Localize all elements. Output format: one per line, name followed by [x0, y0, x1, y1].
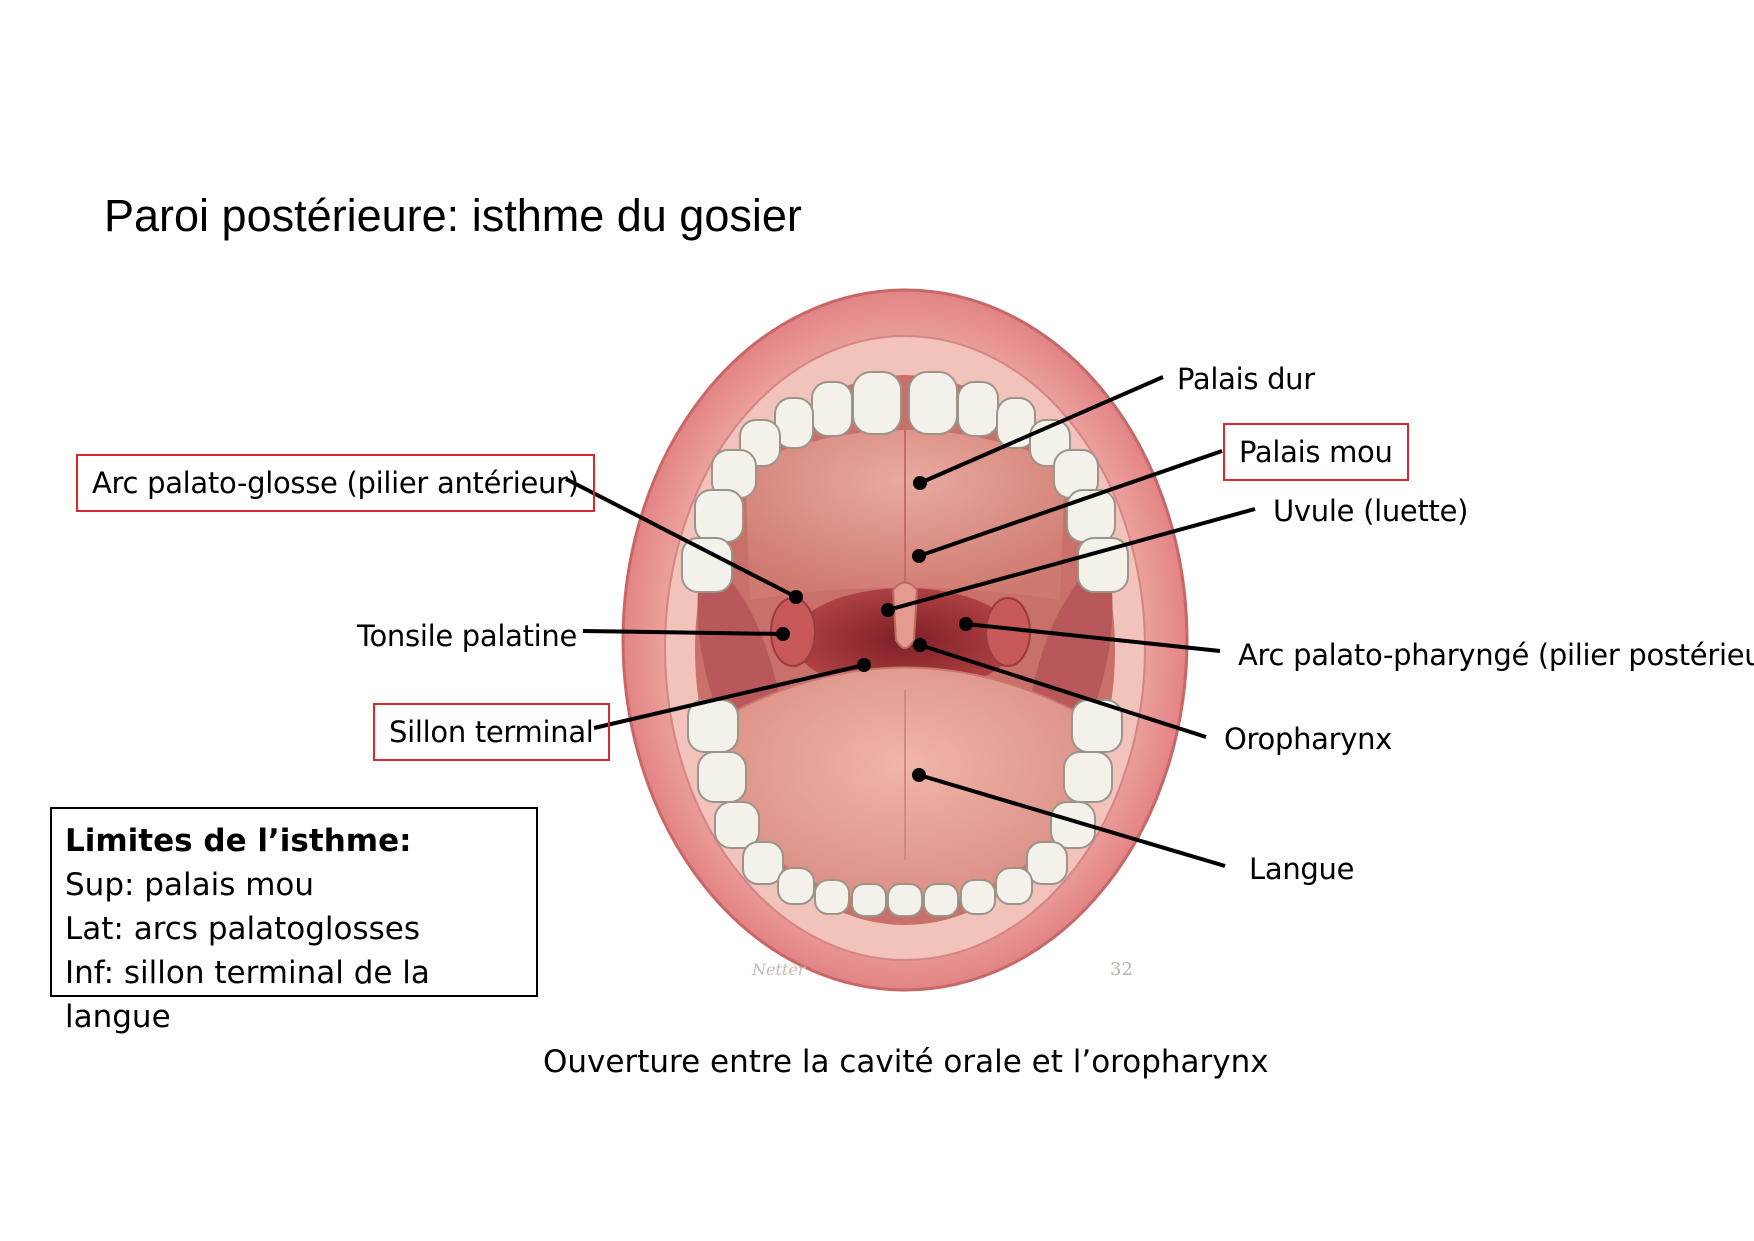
label-oropharynx: Oropharynx [1224, 722, 1393, 756]
label-uvule: Uvule (luette) [1273, 494, 1469, 528]
point-tonsile [776, 627, 790, 641]
leader-palais-mou [918, 449, 1223, 558]
label-palais-dur: Palais dur [1177, 362, 1315, 396]
label-langue: Langue [1249, 852, 1355, 886]
left-pillar [697, 560, 780, 720]
point-oropharynx [913, 638, 927, 652]
limit-line: Inf: sillon terminal de la langue [65, 955, 430, 1035]
isthmus-limits-box: Limites de l’isthme: Sup: palais mou Lat… [50, 807, 538, 1035]
point-arc-palato-glosse [789, 590, 803, 604]
label-palais-mou: Palais mou [1223, 423, 1409, 481]
label-arc-palato-glosse: Arc palato-glosse (pilier antérieur) [76, 454, 595, 512]
leader-langue [918, 773, 1226, 868]
upper-teeth [681, 371, 1129, 593]
uvula [891, 581, 919, 649]
page-title: Paroi postérieure: isthme du gosier [104, 190, 802, 241]
label-arc-palato-pharynge: Arc palato-pharyngé (pilier postérieur) [1238, 638, 1754, 672]
leader-uvule [887, 507, 1256, 612]
leader-palais-dur [919, 375, 1164, 485]
limit-line: Lat: arcs palatoglosses [65, 911, 421, 947]
figure-caption: Ouverture entre la cavité orale et l’oro… [543, 1044, 1269, 1080]
point-palais-dur [913, 476, 927, 490]
point-sillon [857, 658, 871, 672]
leader-arc-palato-pharynge [965, 622, 1221, 653]
leader-tonsile [582, 629, 784, 636]
leader-oropharynx [919, 643, 1207, 739]
point-uvule [881, 603, 895, 617]
plate-number: 32 [1110, 959, 1133, 980]
point-arc-palato-pharynge [959, 617, 973, 631]
artist-signature: Netter [751, 960, 807, 979]
leader-arc-palato-glosse [565, 477, 797, 599]
point-langue [912, 768, 926, 782]
limit-line: Sup: palais mou [65, 867, 315, 903]
limits-heading: Limites de l’isthme: [65, 823, 412, 859]
point-palais-mou [912, 549, 926, 563]
label-tonsile: Tonsile palatine [357, 619, 578, 653]
right-pillar [1030, 560, 1113, 720]
label-sillon: Sillon terminal [373, 703, 610, 761]
leader-sillon [593, 663, 865, 730]
